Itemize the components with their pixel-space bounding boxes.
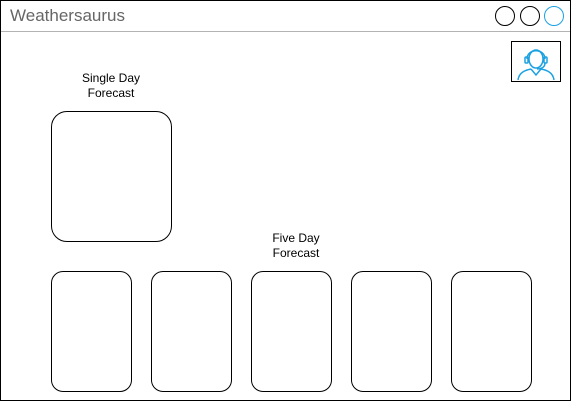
- title-bar: Weathersaurus: [1, 1, 570, 32]
- single-day-label-line2: Forecast: [87, 86, 135, 100]
- day-forecast-card-4[interactable]: [351, 271, 432, 392]
- maximize-button[interactable]: [520, 6, 540, 26]
- five-day-forecast-label: Five Day Forecast: [236, 231, 356, 261]
- day-forecast-card-2[interactable]: [151, 271, 232, 392]
- app-title: Weathersaurus: [10, 6, 125, 25]
- day-forecast-card-3[interactable]: [251, 271, 332, 392]
- user-avatar-button[interactable]: [511, 41, 561, 82]
- single-day-forecast-label: Single Day Forecast: [51, 71, 171, 101]
- minimize-button[interactable]: [495, 6, 515, 26]
- day-forecast-card-5[interactable]: [451, 271, 532, 392]
- single-day-forecast-card[interactable]: [51, 111, 172, 242]
- five-day-label-line1: Five Day: [272, 231, 320, 245]
- single-day-label-line1: Single Day: [81, 71, 141, 85]
- day-forecast-card-1[interactable]: [51, 271, 132, 392]
- close-button[interactable]: [544, 6, 564, 26]
- user-headset-icon: [517, 49, 555, 81]
- five-day-label-line2: Forecast: [272, 246, 320, 260]
